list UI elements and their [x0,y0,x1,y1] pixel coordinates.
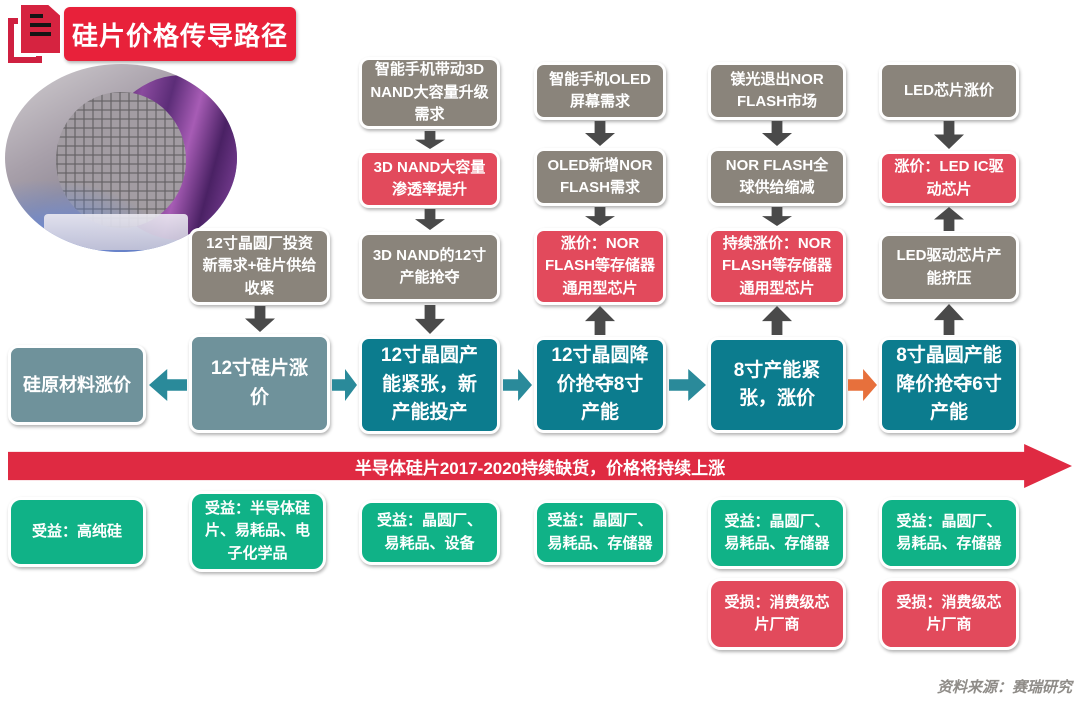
left-arrow-icon [149,369,187,401]
node-micron-exit-norflash: 镁光退出NOR FLASH市场 [708,62,846,120]
node-3dnand-penetration: 3D NAND大容量渗透率提升 [359,150,500,208]
node-12inch-grab-8inch: 12寸晶圆降价抢夺8寸产能 [534,337,666,433]
document-front-sheet [21,5,60,53]
right-arrow-icon [503,369,532,401]
right-arrow-icon [669,369,706,401]
data-source-note: 资料来源：赛瑞研究 [936,679,1072,696]
node-led-driver-squeeze: LED驱动芯片产能挤压 [879,233,1019,302]
list-line [30,14,43,18]
node-raw-silicon-priceup: 硅原材料涨价 [8,345,146,425]
benefit-fab-memory-3: 受益：晶圆厂、易耗品、存储器 [879,497,1019,569]
node-3dnand-12inch-grab: 3D NAND的12寸产能抢夺 [359,232,500,302]
up-arrow-icon [934,304,964,335]
document-list-icon [8,2,63,65]
down-arrow-icon [762,121,792,146]
node-12inch-fab-invest: 12寸晶圆厂投资新需求+硅片供给收紧 [189,228,330,305]
silicon-wafer-photo [5,64,237,252]
node-8inch-capacity-tight: 8寸产能紧张，涨价 [708,337,846,433]
down-arrow-icon [415,305,445,334]
list-line [30,23,51,27]
node-smartphone-3dnand-demand: 智能手机带动3D NAND大容量升级需求 [359,57,500,129]
down-arrow-icon [762,207,792,226]
benefit-fab-equipment: 受益：晶圆厂、易耗品、设备 [359,500,500,565]
node-norflash-priceup-continue: 持续涨价：NOR FLASH等存储器通用型芯片 [708,228,846,305]
down-arrow-icon [415,209,445,230]
up-arrow-icon [585,306,615,335]
wafer-holder [44,214,189,251]
up-arrow-icon [762,306,792,335]
down-arrow-icon [245,306,275,332]
benefit-semi-wafer: 受益：半导体硅片、易耗品、电子化学品 [189,491,326,572]
benefit-fab-memory-2: 受益：晶圆厂、易耗品、存储器 [708,497,846,569]
benefit-fab-memory-1: 受益：晶圆厂、易耗品、存储器 [534,500,666,565]
down-arrow-icon [585,121,615,146]
loss-consumer-chip-makers-2: 受损：消费级芯片厂商 [879,578,1019,650]
loss-consumer-chip-makers-1: 受损：消费级芯片厂商 [708,578,846,650]
benefit-high-purity-silicon: 受益：高纯硅 [8,497,146,567]
node-smartphone-oled-demand: 智能手机OLED屏幕需求 [534,62,666,120]
list-line [30,32,51,36]
node-led-chip-priceup: LED芯片涨价 [879,62,1019,120]
down-arrow-icon [934,121,964,149]
node-8inch-grab-6inch: 8寸晶圆产能降价抢夺6寸产能 [879,337,1019,433]
node-oled-norflash-demand: OLED新增NOR FLASH需求 [534,148,666,206]
down-arrow-icon [585,207,615,226]
node-norflash-priceup: 涨价：NOR FLASH等存储器通用型芯片 [534,228,666,305]
page-title: 硅片价格传导路径 [64,7,296,61]
node-12inch-wafer-priceup: 12寸硅片涨价 [189,334,330,433]
node-norflash-supply-shrink: NOR FLASH全球供给缩减 [708,148,846,206]
down-arrow-icon [415,131,445,149]
node-12inch-capacity-tight: 12寸晶圆产能紧张，新产能投产 [359,336,500,434]
right-arrow-icon [332,369,357,401]
up-arrow-icon [934,207,964,231]
shortage-banner-arrow: 半导体硅片2017-2020持续缺货，价格将持续上涨 [8,444,1072,488]
right-arrow-icon-orange [848,369,877,401]
node-led-ic-priceup: 涨价：LED IC驱动芯片 [879,151,1019,206]
